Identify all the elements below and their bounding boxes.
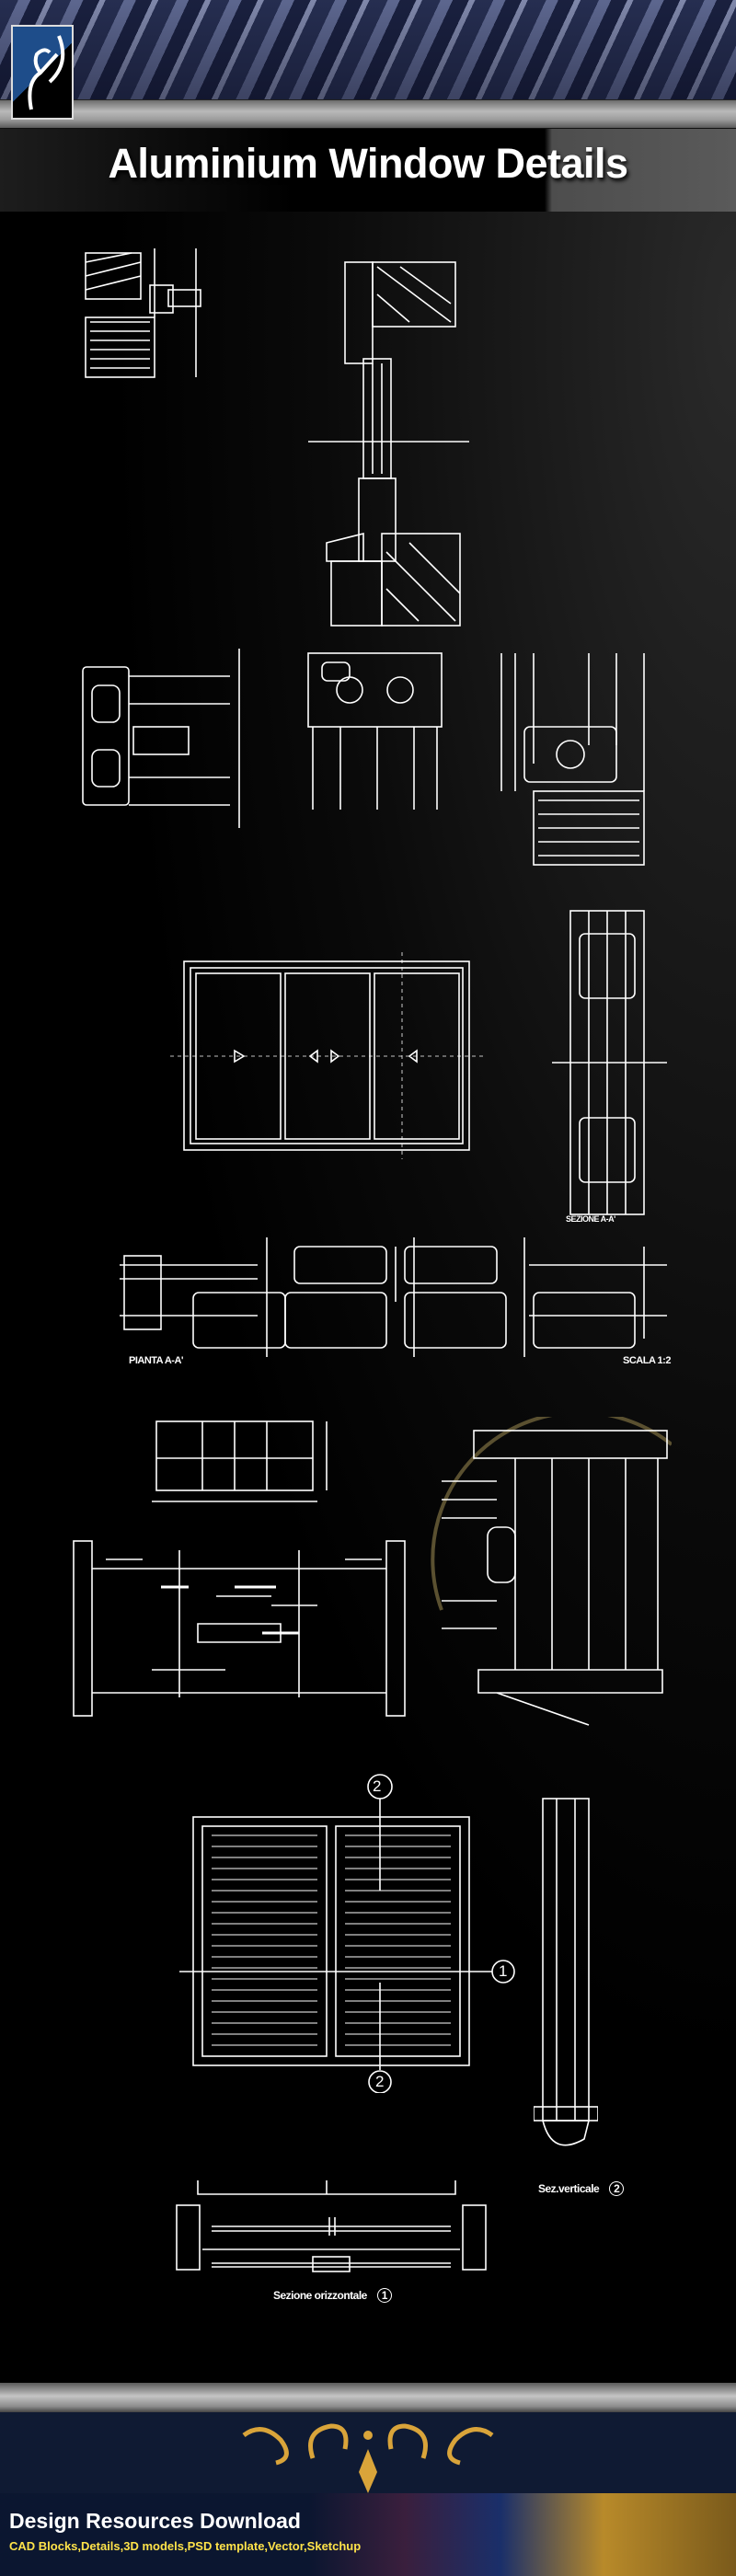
cad-section-a-a — [552, 910, 667, 1215]
vertical-section-marker: 2 — [609, 2181, 625, 2196]
marker-2-top: 2 — [373, 1777, 381, 1795]
cad-small-window-elevation — [152, 1420, 328, 1502]
footer-title: Design Resources Download — [9, 2509, 301, 2533]
marker-1-right: 1 — [499, 1962, 507, 1980]
cad-shutter-window-elevation — [179, 1774, 515, 2093]
horizontal-section-label: Sezione orizzontale 1 — [273, 2288, 392, 2303]
ornament-band — [0, 2412, 736, 2493]
footer-banner — [0, 2493, 736, 2576]
plan-label: PIANTA A-A' — [129, 1355, 184, 1366]
cad-shutter-horizontal-section — [176, 2180, 487, 2272]
silver-divider — [0, 99, 736, 130]
cad-sliding-window-elevation — [170, 952, 483, 1159]
horizontal-section-marker: 1 — [376, 2288, 392, 2303]
cad-shutter-vertical-section — [534, 1798, 598, 2146]
cad-vertical-section — [308, 261, 469, 627]
footer-subtitle: CAD Blocks,Details,3D models,PSD templat… — [9, 2539, 362, 2553]
cad-profile-detail-2 — [307, 652, 443, 810]
cad-horizontal-detail-annotated — [73, 1540, 406, 1717]
cad-profile-detail-1 — [82, 649, 240, 828]
marker-2-bottom: 2 — [375, 2073, 384, 2090]
cad-profile-detail-3 — [500, 653, 645, 866]
archer-logo — [11, 25, 74, 120]
gold-ornament-icon — [242, 2423, 494, 2493]
cad-vertical-detail-annotated — [431, 1417, 672, 1726]
vertical-section-label: Sez.verticale 2 — [538, 2181, 625, 2196]
horizontal-section-text: Sezione orizzontale — [273, 2289, 367, 2302]
vertical-section-text: Sez.verticale — [538, 2182, 600, 2195]
silver-divider-bottom — [0, 2383, 736, 2412]
header-banner-image — [0, 0, 736, 99]
title-band — [0, 129, 736, 212]
cad-corner-detail — [85, 248, 201, 378]
page-title: Aluminium Window Details — [108, 140, 628, 187]
scale-label: SCALA 1:2 — [623, 1355, 671, 1366]
cad-plan-section — [120, 1237, 667, 1357]
section-a-a-label: SEZIONE A-A' — [566, 1214, 615, 1224]
